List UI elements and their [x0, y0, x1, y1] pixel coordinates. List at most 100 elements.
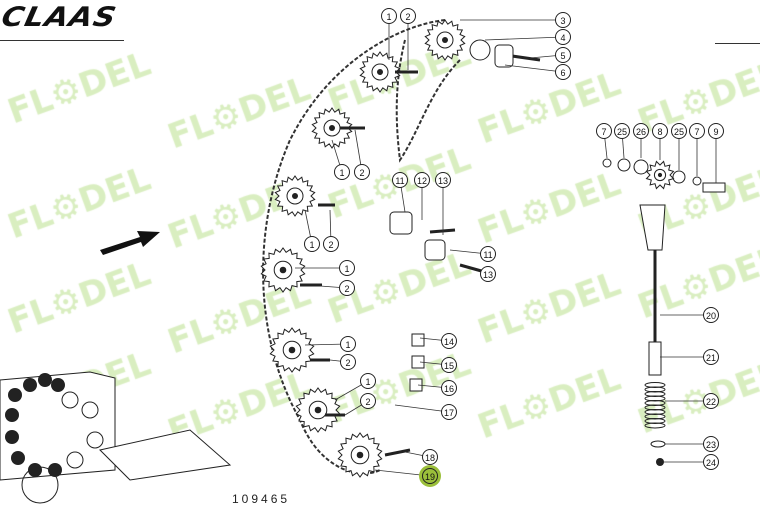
leader-line [504, 64, 564, 73]
callout-label: 2 [345, 358, 350, 368]
callout-circle [422, 468, 438, 484]
chain-link [411, 333, 425, 347]
baler-drawbar [99, 429, 232, 481]
sleeve [648, 341, 662, 376]
baler-roller [86, 431, 104, 449]
callout-circle [339, 280, 355, 296]
washer [617, 158, 631, 172]
callout-label: 19 [425, 472, 435, 482]
sprocket-hub [273, 260, 293, 280]
callout-label: 1 [309, 240, 314, 250]
sprocket-bore [442, 37, 448, 43]
callout-circle [614, 123, 630, 139]
callout-circle [703, 349, 719, 365]
callout-label: 11 [395, 176, 404, 186]
chain-tensioner-block [424, 239, 446, 261]
callout-circle [340, 336, 356, 352]
callout-label: 1 [345, 340, 350, 350]
callout-label: 13 [438, 176, 448, 186]
callout-circle [703, 307, 719, 323]
washer [633, 159, 649, 175]
sprocket-bore [292, 193, 298, 199]
callout-label: 1 [344, 264, 349, 274]
callout-circle [703, 393, 719, 409]
baler-roller [28, 463, 42, 477]
callout-circle [555, 12, 571, 28]
callout-label: 6 [560, 68, 565, 78]
baler-roller [61, 391, 79, 409]
callout-label: 11 [483, 250, 492, 260]
chain-link [411, 355, 425, 369]
callout-circle [381, 8, 397, 24]
callout-label: 18 [425, 453, 435, 463]
callout-circle [703, 436, 719, 452]
callout-label: 7 [694, 127, 699, 137]
callout-label: 26 [636, 127, 646, 137]
callout-circle [414, 172, 430, 188]
callout-label: 2 [359, 168, 364, 178]
callout-label: 2 [344, 284, 349, 294]
sprocket-hub [282, 340, 302, 360]
header-rule-right [715, 43, 760, 44]
callout-circle [392, 172, 408, 188]
callout-label: 17 [444, 408, 454, 418]
callout-label: 2 [365, 397, 370, 407]
baler-roller [51, 378, 65, 392]
baler-roller [38, 373, 52, 387]
callout-circle [360, 373, 376, 389]
sprocket-hub [308, 400, 328, 420]
callout-label: 2 [405, 12, 410, 22]
callout-label: 25 [617, 127, 627, 137]
callout-label: 20 [706, 311, 716, 321]
callout-circle [323, 236, 339, 252]
baler-roller [5, 408, 19, 422]
callout-label: 1 [339, 168, 344, 178]
sprocket-bore [314, 406, 322, 414]
baler-roller [66, 451, 84, 469]
callout-label: 13 [483, 270, 493, 280]
callout-circle [441, 357, 457, 373]
callout-label: 8 [657, 127, 662, 137]
chain-tensioner-block [389, 211, 413, 235]
callout-circle [441, 404, 457, 420]
baler-roller [23, 378, 37, 392]
sprocket-bore [279, 266, 287, 274]
callout-circle [441, 333, 457, 349]
callout-circle [441, 380, 457, 396]
callout-label: 15 [444, 361, 454, 371]
callout-circle [652, 123, 668, 139]
sprocket-hub [436, 31, 454, 49]
bushing [702, 182, 726, 193]
ring [469, 39, 491, 61]
sprocket-bore [288, 346, 296, 354]
leader-line [394, 404, 450, 413]
callout-label: 22 [706, 397, 716, 407]
callout-label: 2 [328, 240, 333, 250]
callout-circle [555, 29, 571, 45]
washer [672, 170, 686, 184]
tension-arm [639, 204, 666, 251]
callout-circle [671, 123, 687, 139]
callout-circle [703, 454, 719, 470]
callout-label: 14 [444, 337, 454, 347]
baler-wheel [21, 466, 59, 504]
washer [650, 440, 666, 448]
sprocket-bore [377, 69, 383, 75]
callout-circle [360, 393, 376, 409]
arrow-up-right-icon [100, 231, 160, 255]
sprocket-hub [350, 445, 370, 465]
callout-label: 9 [713, 127, 718, 137]
sprocket-hub [653, 168, 667, 182]
chain [262, 19, 461, 475]
washer [692, 176, 702, 186]
callout-label: 25 [674, 127, 684, 137]
callout-circle [354, 164, 370, 180]
callout-circle [596, 123, 612, 139]
callout-label: 12 [417, 176, 427, 186]
baler-roller [48, 463, 62, 477]
sprocket-bore [329, 125, 335, 131]
sprocket-hub [371, 63, 389, 81]
callout-circle [340, 354, 356, 370]
pin [429, 228, 456, 234]
